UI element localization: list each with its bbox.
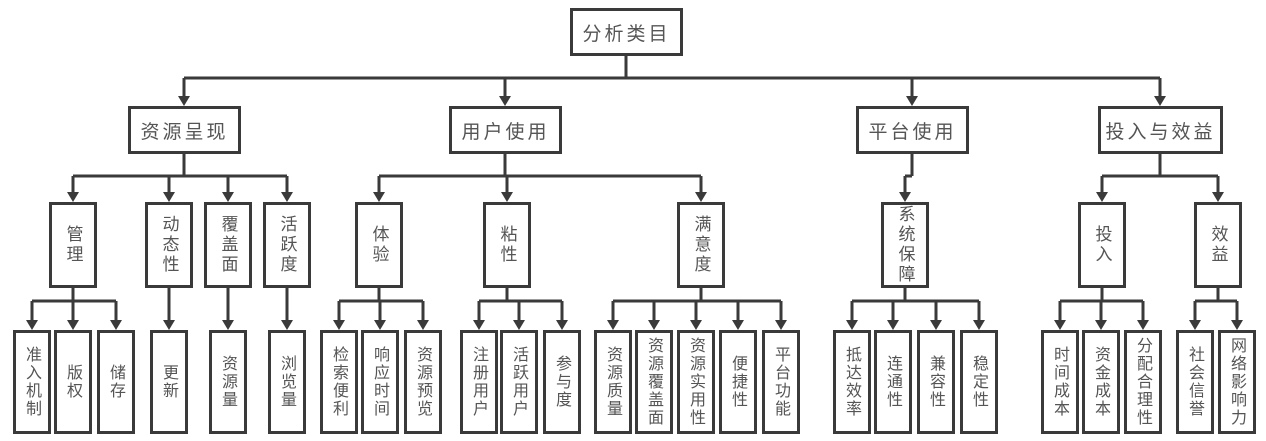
arrowhead — [222, 192, 234, 202]
arrowhead — [648, 320, 660, 330]
arrowhead — [1154, 96, 1166, 106]
arrowhead — [930, 320, 942, 330]
node-coverage: 覆盖面 — [204, 202, 252, 288]
leaf-resource-preview: 资源预览 — [404, 330, 442, 434]
leaf-active-users: 活跃用户 — [500, 330, 538, 434]
arrowhead — [1212, 192, 1224, 202]
node-management: 管理 — [49, 202, 97, 288]
arrowhead — [281, 320, 293, 330]
leaf-convenience: 便捷性 — [719, 330, 757, 434]
arrowhead — [906, 96, 918, 106]
arrowhead — [513, 320, 525, 330]
arrowhead — [67, 192, 79, 202]
arrowhead — [556, 320, 568, 330]
leaf-platform-functions: 平台功能 — [762, 330, 800, 434]
node-stickiness: 粘性 — [483, 202, 531, 288]
arrowhead — [690, 320, 702, 330]
arrowhead — [887, 320, 899, 330]
node-experience: 体验 — [355, 202, 403, 288]
leaf-stability: 稳定性 — [960, 330, 998, 434]
leaf-compatibility: 兼容性 — [917, 330, 955, 434]
leaf-connectivity: 连通性 — [874, 330, 912, 434]
leaf-time-cost: 时间成本 — [1041, 330, 1079, 434]
arrowhead — [222, 320, 234, 330]
leaf-capital-cost: 资金成本 — [1082, 330, 1120, 434]
arrowhead — [499, 96, 511, 106]
leaf-social-reputation: 社会信誉 — [1176, 330, 1214, 434]
leaf-network-influence: 网络影响力 — [1218, 330, 1256, 434]
leaf-search-convenience: 检索便利 — [320, 330, 358, 434]
arrowhead — [26, 320, 38, 330]
node-activity: 活跃度 — [263, 202, 311, 288]
node-satisfaction: 满意度 — [677, 202, 725, 288]
arrowhead — [163, 320, 175, 330]
leaf-registered-users: 注册用户 — [460, 330, 498, 434]
arrowhead — [1095, 320, 1107, 330]
leaf-participation: 参与度 — [543, 330, 581, 434]
leaf-resource-quality: 资源质量 — [594, 330, 632, 434]
node-system-assurance: 系统保障 — [881, 202, 929, 288]
category-resource-presentation: 资源呈现 — [128, 106, 241, 154]
arrowhead — [1054, 320, 1066, 330]
arrowhead — [178, 96, 190, 106]
arrowhead — [899, 192, 911, 202]
leaf-access-mechanism: 准入机制 — [13, 330, 51, 434]
leaf-response-time: 响应时间 — [361, 330, 399, 434]
leaf-storage: 储存 — [97, 330, 135, 434]
leaf-resource-practicality: 资源实用性 — [677, 330, 715, 434]
arrowhead — [607, 320, 619, 330]
arrowhead — [732, 320, 744, 330]
leaf-arrival-efficiency: 抵达效率 — [833, 330, 871, 434]
leaf-update: 更新 — [150, 330, 188, 434]
arrowhead — [846, 320, 858, 330]
arrowhead — [695, 192, 707, 202]
leaf-page-views: 浏览量 — [268, 330, 306, 434]
leaf-resource-coverage: 资源覆盖面 — [635, 330, 673, 434]
arrowhead — [373, 192, 385, 202]
category-user-usage: 用户使用 — [449, 106, 562, 154]
arrowhead — [1231, 320, 1243, 330]
category-platform-usage: 平台使用 — [856, 106, 969, 154]
node-input: 投入 — [1078, 202, 1126, 288]
arrowhead — [1189, 320, 1201, 330]
arrowhead — [1137, 320, 1149, 330]
leaf-allocation-rationality: 分配合理性 — [1124, 330, 1162, 434]
arrowhead — [417, 320, 429, 330]
arrowhead — [374, 320, 386, 330]
node-dynamics: 动态性 — [145, 202, 193, 288]
arrowhead — [110, 320, 122, 330]
arrowhead — [501, 192, 513, 202]
arrowhead — [775, 320, 787, 330]
arrowhead — [281, 192, 293, 202]
arrowhead — [1096, 192, 1108, 202]
leaf-resource-volume: 资源量 — [209, 330, 247, 434]
leaf-copyright: 版权 — [54, 330, 92, 434]
arrowhead — [973, 320, 985, 330]
category-input-benefit: 投入与效益 — [1098, 106, 1223, 154]
root-node: 分析类目 — [570, 8, 683, 56]
arrowhead — [333, 320, 345, 330]
arrowhead — [163, 192, 175, 202]
node-benefit: 效益 — [1194, 202, 1242, 288]
arrowhead — [67, 320, 79, 330]
arrowhead — [473, 320, 485, 330]
